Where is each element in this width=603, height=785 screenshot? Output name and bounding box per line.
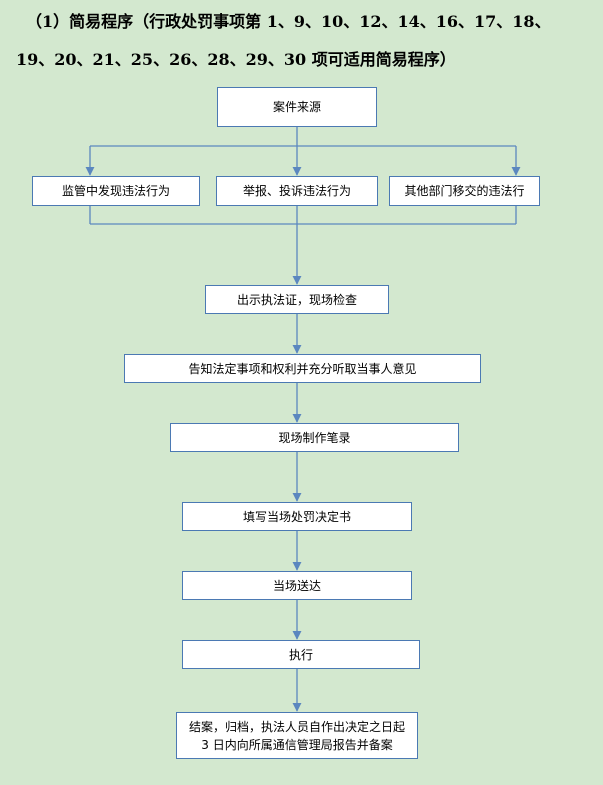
box-final-archive-line-1: 结案，归档，执法人员自作出决定之日起	[188, 719, 405, 734]
box-step-record: 现场制作笔录	[170, 423, 459, 452]
box-branch-supervision-label: 监管中发现违法行为	[61, 184, 170, 198]
box-branch-report: 举报、投诉违法行为	[216, 176, 378, 206]
box-final-archive: 结案，归档，执法人员自作出决定之日起 3 日内向所属通信管理局报告并备案	[176, 712, 418, 759]
box-step-inform-rights-label: 告知法定事项和权利并充分听取当事人意见	[188, 361, 417, 376]
heading-line-2: 19、20、21、25、26、28、29、30 项可适用简易程序）	[16, 50, 456, 69]
box-step-inspection: 出示执法证，现场检查	[205, 285, 389, 314]
box-step-execute: 执行	[182, 640, 420, 669]
box-step-execute-label: 执行	[288, 647, 313, 662]
heading-line-1: （1）简易程序（行政处罚事项第 1、9、10、12、14、16、17、18、	[26, 12, 551, 31]
box-case-source: 案件来源	[217, 87, 377, 127]
box-final-archive-line-2: 3 日内向所属通信管理局报告并备案	[201, 737, 393, 752]
box-branch-supervision: 监管中发现违法行为	[32, 176, 200, 206]
box-step-record-label: 现场制作笔录	[278, 430, 351, 445]
box-branch-transfer: 其他部门移交的违法行	[389, 176, 540, 206]
box-case-source-label: 案件来源	[272, 100, 321, 114]
box-branch-transfer-label: 其他部门移交的违法行	[404, 184, 525, 198]
box-step-inform-rights: 告知法定事项和权利并充分听取当事人意见	[124, 354, 481, 383]
box-step-deliver-label: 当场送达	[272, 578, 321, 593]
box-branch-report-label: 举报、投诉违法行为	[242, 184, 351, 198]
box-step-decision-label: 填写当场处罚决定书	[242, 509, 351, 524]
box-step-decision: 填写当场处罚决定书	[182, 502, 412, 531]
box-step-deliver: 当场送达	[182, 571, 412, 600]
box-step-inspection-label: 出示执法证，现场检查	[236, 292, 357, 307]
